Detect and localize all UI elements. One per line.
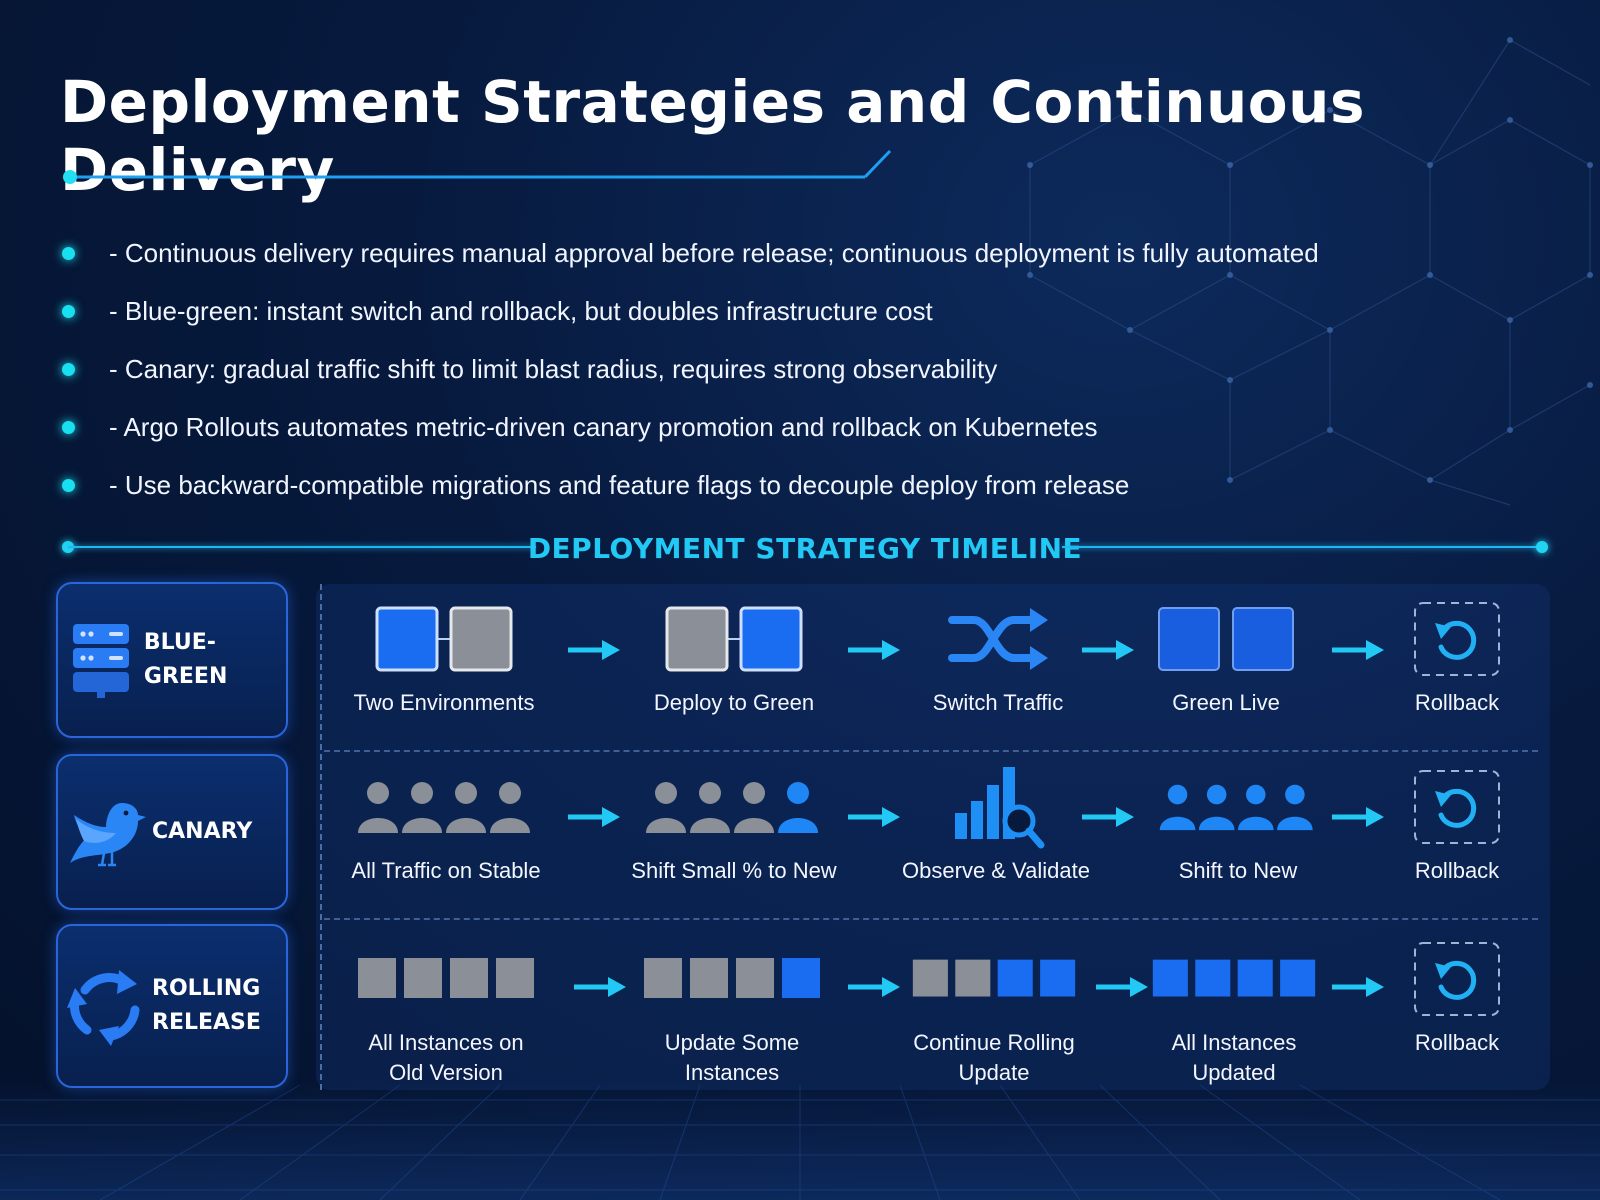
flow-arrow-icon bbox=[848, 640, 900, 660]
flow-arrow-icon bbox=[1082, 640, 1134, 660]
step-rollback: Rollback bbox=[1390, 934, 1524, 1058]
chart-search-icon bbox=[896, 762, 1096, 852]
key-points-list: - Continuous delivery requires manual ap… bbox=[62, 224, 1422, 514]
users-all-blue-icon bbox=[1140, 762, 1336, 852]
instances-4-of-4-icon bbox=[1136, 934, 1332, 1024]
step-switch-traffic: Switch Traffic bbox=[900, 594, 1096, 718]
strategy-name: BLUE-GREEN bbox=[143, 630, 228, 689]
timeline-rule-right bbox=[1062, 546, 1542, 548]
step-caption: All Instances Updated bbox=[1171, 1030, 1297, 1085]
flow-arrow-icon bbox=[1332, 640, 1384, 660]
rollback-icon bbox=[1390, 762, 1524, 852]
step-deploy-to-green: Deploy to Green bbox=[636, 594, 832, 718]
cycle-arrows-icon bbox=[58, 926, 152, 1086]
step-caption: Two Environments bbox=[353, 690, 535, 715]
step-all-instances-old: All Instances on Old Version bbox=[346, 934, 546, 1088]
bullet-dot-icon bbox=[62, 304, 75, 318]
row-divider bbox=[324, 918, 1538, 920]
rollback-icon bbox=[1390, 934, 1524, 1024]
step-continue-rolling-update: Continue Rolling Update bbox=[896, 934, 1092, 1088]
environment-pair-blue-blue-icon bbox=[1128, 594, 1324, 684]
step-caption: Deploy to Green bbox=[653, 690, 815, 715]
strategy-name: CANARY bbox=[152, 819, 253, 844]
step-caption: Rollback bbox=[1414, 858, 1500, 883]
step-update-some-instances: Update Some Instances bbox=[634, 934, 830, 1088]
bullet-text: - Use backward-compatible migrations and… bbox=[109, 469, 1130, 500]
instances-1-of-4-icon bbox=[634, 934, 830, 1024]
step-caption: Rollback bbox=[1414, 690, 1500, 715]
step-rollback: Rollback bbox=[1390, 762, 1524, 886]
step-caption: Continue Rolling Update bbox=[913, 1030, 1075, 1085]
flow-arrow-icon bbox=[1332, 977, 1384, 997]
title-underline bbox=[63, 149, 892, 184]
step-caption: All Traffic on Stable bbox=[351, 858, 541, 883]
timeline-title: DEPLOYMENT STRATEGY TIMELINE bbox=[527, 532, 1083, 565]
flow-arrow-icon bbox=[1096, 977, 1148, 997]
environment-pair-gray-blue-icon bbox=[636, 594, 832, 684]
step-caption: Shift Small % to New bbox=[631, 858, 837, 883]
bullet-item: - Canary: gradual traffic shift to limit… bbox=[62, 340, 1422, 398]
step-caption: Observe & Validate bbox=[902, 858, 1090, 883]
step-caption: All Instances on Old Version bbox=[368, 1030, 524, 1085]
step-all-traffic-on-stable: All Traffic on Stable bbox=[346, 762, 546, 886]
server-stack-icon bbox=[58, 584, 144, 736]
flow-arrow-icon bbox=[848, 807, 900, 827]
flow-arrow-icon bbox=[1082, 807, 1134, 827]
environment-pair-blue-gray-icon bbox=[346, 594, 542, 684]
bird-icon bbox=[58, 756, 152, 908]
bullet-item: - Continuous delivery requires manual ap… bbox=[62, 224, 1422, 282]
step-caption: Switch Traffic bbox=[932, 690, 1064, 715]
bullet-text: - Argo Rollouts automates metric-driven … bbox=[109, 411, 1098, 442]
step-shift-small-percent: Shift Small % to New bbox=[626, 762, 842, 886]
strategy-card-blue-green: BLUE-GREEN bbox=[56, 582, 288, 738]
strategy-name: ROLLING RELEASE bbox=[152, 976, 261, 1035]
flow-arrow-icon bbox=[568, 807, 620, 827]
bullet-item: - Argo Rollouts automates metric-driven … bbox=[62, 398, 1422, 456]
bullet-text: - Canary: gradual traffic shift to limit… bbox=[109, 353, 998, 384]
step-all-instances-updated: All Instances Updated bbox=[1136, 934, 1332, 1088]
flow-arrow-icon bbox=[574, 977, 626, 997]
bullet-text: - Blue-green: instant switch and rollbac… bbox=[109, 295, 933, 326]
bullet-text: - Continuous delivery requires manual ap… bbox=[109, 237, 1319, 268]
flow-arrow-icon bbox=[848, 977, 900, 997]
instances-2-of-4-icon bbox=[896, 934, 1092, 1024]
bullet-item: - Use backward-compatible migrations and… bbox=[62, 456, 1422, 514]
shuffle-icon bbox=[900, 594, 1096, 684]
strategy-card-canary: CANARY bbox=[56, 754, 288, 910]
rollback-icon bbox=[1390, 594, 1524, 684]
step-rollback: Rollback bbox=[1390, 594, 1524, 718]
step-caption: Update Some Instances bbox=[664, 1030, 800, 1085]
timeline-rule-left bbox=[68, 546, 536, 548]
step-shift-to-new: Shift to New bbox=[1140, 762, 1336, 886]
timeline-cap-dot-right bbox=[1536, 541, 1548, 553]
users-all-gray-icon bbox=[346, 762, 546, 852]
step-caption: Green Live bbox=[1172, 690, 1280, 715]
row-divider bbox=[324, 750, 1538, 752]
instances-0-of-4-icon bbox=[346, 934, 546, 1024]
panel-divider-vertical bbox=[320, 584, 322, 1090]
bullet-dot-icon bbox=[62, 246, 75, 260]
timeline-header: DEPLOYMENT STRATEGY TIMELINE bbox=[60, 530, 1550, 566]
bullet-item: - Blue-green: instant switch and rollbac… bbox=[62, 282, 1422, 340]
bullet-dot-icon bbox=[62, 362, 75, 376]
step-two-environments: Two Environments bbox=[346, 594, 542, 718]
users-one-blue-icon bbox=[626, 762, 842, 852]
strategy-panel bbox=[316, 584, 1550, 1090]
bullet-dot-icon bbox=[62, 420, 75, 434]
step-caption: Shift to New bbox=[1178, 858, 1298, 883]
step-caption: Rollback bbox=[1414, 1030, 1500, 1055]
flow-arrow-icon bbox=[1332, 807, 1384, 827]
page-title: Deployment Strategies and Continuous Del… bbox=[60, 68, 1365, 204]
step-observe-validate: Observe & Validate bbox=[896, 762, 1096, 886]
flow-arrow-icon bbox=[568, 640, 620, 660]
step-green-live: Green Live bbox=[1128, 594, 1324, 718]
strategy-card-rolling-release: ROLLING RELEASE bbox=[56, 924, 288, 1088]
bullet-dot-icon bbox=[62, 478, 75, 492]
